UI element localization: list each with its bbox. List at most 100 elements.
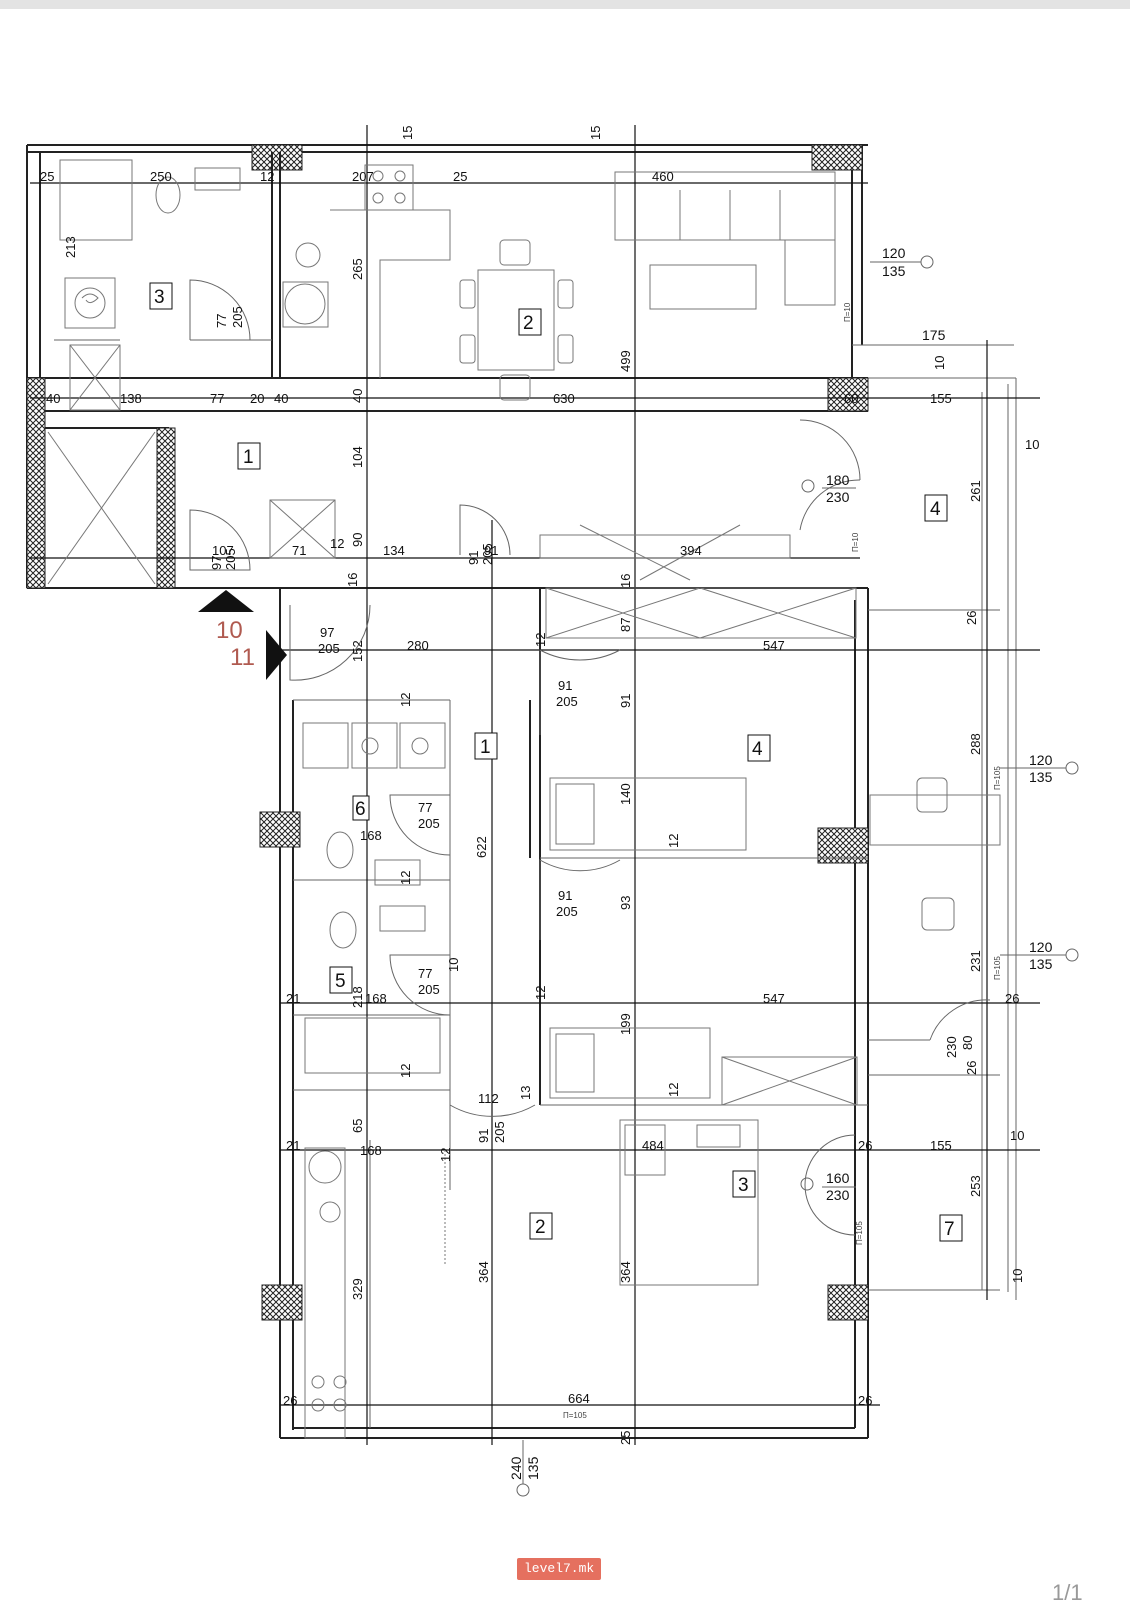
dimension-label: 152 [350,640,365,662]
dimension-label: 16 [618,574,633,588]
dimension-label: 26 [858,1393,872,1408]
dimension-label: 21 [286,1138,300,1153]
dimension-label: 168 [365,991,387,1006]
door-width: 77 [214,314,229,328]
door-width: 77 [418,966,432,981]
dimension-label: 10 [1010,1269,1025,1283]
dimension-label: 13 [518,1086,533,1100]
dimension-label: 10 [932,356,947,370]
door-labels: 77 205 97 205 91 205 97 205 91 205 77 20… [209,306,975,1143]
dimension-label: 175 [922,327,946,343]
dimension-labels-vertical: 15 15 213 265 499 40 10 104 261 90 16 16… [63,126,1025,1445]
door-height: 205 [556,904,578,919]
dimension-label: 87 [618,618,633,632]
opening-markers [516,255,1079,1497]
dimension-label: 213 [63,236,78,258]
dimension-label: 107 [212,543,234,558]
dimension-label: 10 [446,958,461,972]
dimension-label: 12 [666,834,681,848]
dimension-label: 93 [618,896,633,910]
opening-width: 160 [826,1170,850,1186]
parapet-note: П=105 [993,766,1002,790]
dimension-label: 250 [150,169,172,184]
door-height: 205 [492,1121,507,1143]
watermark-badge: level7.mk [517,1558,602,1580]
opening-height: 230 [826,1187,850,1203]
dimension-label: 547 [763,991,785,1006]
dimension-label: 265 [350,258,365,280]
dimension-label: 12 [398,693,413,707]
dimension-label: 168 [360,1143,382,1158]
level-arrow-up-icon [198,590,254,612]
dimension-label: 25 [453,169,467,184]
dimension-label: 26 [964,611,979,625]
axis-lines [30,125,1040,1445]
dimension-label: 484 [642,1138,664,1153]
dimension-label: 622 [474,836,489,858]
dimension-label: 140 [618,783,633,805]
dimension-label: 40 [46,391,60,406]
parapet-note: П=105 [855,1221,864,1245]
dimension-labels: 25 250 12 207 25 460 40 138 77 20 40 630… [40,169,1039,1408]
door-height: 205 [480,543,495,565]
dimension-label: 91 [484,543,498,558]
furniture-upper [47,159,836,585]
room-label: 2 [523,313,534,334]
section-marker [198,590,287,680]
room-label: 2 [535,1217,546,1238]
dimension-label: 155 [930,391,952,406]
room-label: 3 [154,287,165,308]
parapet-note: П=10 [851,532,860,552]
dimension-label: 261 [968,480,983,502]
door-width: 91 [466,551,481,565]
room-label: 6 [355,799,366,820]
opening-width: 180 [826,472,850,488]
opening-height: 135 [1029,769,1053,785]
dimension-label: 394 [680,543,702,558]
room-label: 7 [944,1219,955,1240]
opening-height: 135 [525,1456,541,1480]
dimension-label: 168 [360,828,382,843]
dimension-label: 15 [400,126,415,140]
outer-walls [26,144,1017,1439]
dimension-label: 12 [398,871,413,885]
dimension-label: 65 [350,1119,365,1133]
dimension-label: 10 [1010,1128,1024,1143]
door-width: 97 [209,556,224,570]
opening-height: 135 [882,263,906,279]
level-number-lower: 11 [230,644,255,671]
opening-width: 240 [508,1456,524,1480]
door-width: 97 [320,625,334,640]
dimension-label: 253 [968,1175,983,1197]
dimension-label: 664 [568,1391,590,1406]
room-label: 4 [752,739,763,760]
door-height: 205 [230,306,245,328]
opening-height: 230 [826,489,850,505]
door-height: 205 [418,982,440,997]
dimension-label: 12 [330,536,344,551]
room-labels: 3 2 1 4 1 4 6 5 2 3 7 [149,282,963,1242]
opening-width: 120 [1029,939,1053,955]
parapet-note: П=105 [993,956,1002,980]
dimension-label: 15 [588,126,603,140]
parapet-notes: П=10 П=10 П=105 П=105 П=105 П=105 [563,302,1002,1420]
page-indicator: 1/1 [1052,1580,1083,1605]
dimension-label: 91 [618,694,633,708]
room-label: 1 [243,447,254,468]
dimension-label: 26 [858,1138,872,1153]
dimension-label: 71 [292,543,306,558]
door-height: 205 [418,816,440,831]
dimension-label: 60 [844,391,858,406]
parapet-note: П=10 [843,302,852,322]
dimension-label: 231 [968,950,983,972]
level-number-upper: 10 [216,617,243,644]
dimension-label: 547 [763,638,785,653]
room-label: 1 [480,737,491,758]
dimension-label: 12 [260,169,274,184]
dimension-label: 134 [383,543,405,558]
opening-labels: 120 135 180 230 120 135 120 135 160 230 … [508,245,1053,1480]
room-label: 5 [335,971,346,992]
door-swings [189,279,991,1236]
door-height: 205 [318,641,340,656]
